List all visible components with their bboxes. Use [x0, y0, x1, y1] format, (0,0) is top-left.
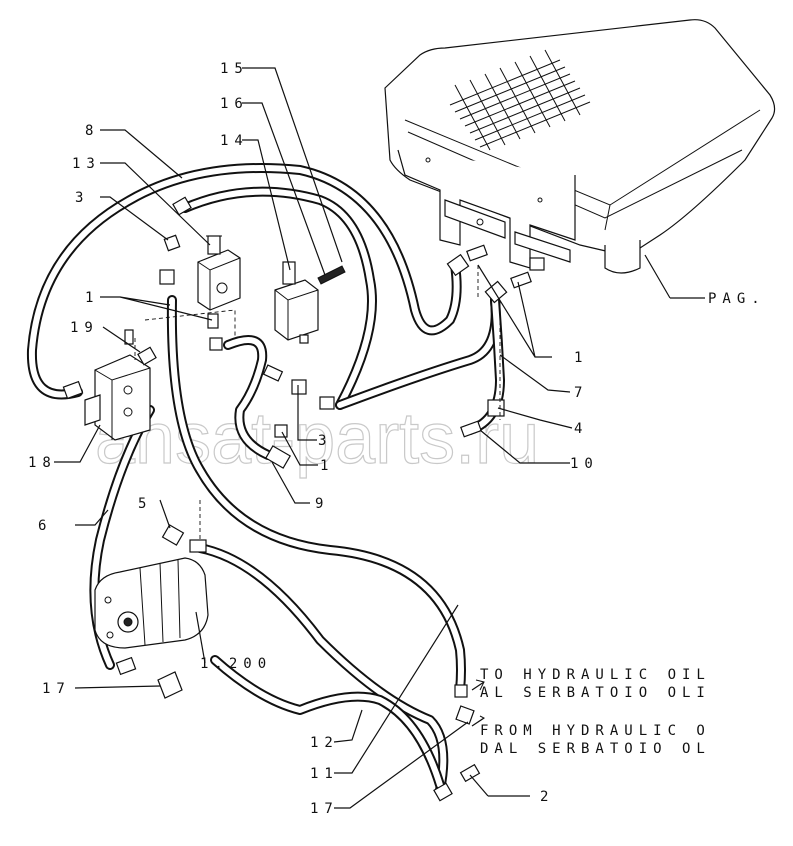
note-to-line1: TO HYDRAULIC OIL: [480, 667, 711, 683]
callout-17a: 17: [42, 681, 71, 697]
hydraulic-tank: [384, 19, 776, 274]
callout-9: 9: [315, 496, 329, 512]
flow-arrows: [471, 679, 485, 727]
callout-4: 4: [574, 421, 588, 437]
callout-6: 6: [38, 518, 52, 534]
callout-labels: 15 16 14 8 13 3 1 19 18 6 5 1.200 17 12 …: [28, 61, 766, 817]
pump-1200: [94, 557, 209, 649]
callout-14: 14: [220, 133, 249, 149]
note-from-line2: DAL SERBATOIO OL: [480, 741, 711, 757]
callout-13: 13: [72, 156, 101, 172]
callout-pag: PAG.: [708, 291, 766, 307]
callout-1b: 1: [574, 350, 588, 366]
callout-15: 15: [220, 61, 249, 77]
flow-notes: TO HYDRAULIC OIL AL SERBATOIO OLI FROM H…: [480, 667, 711, 757]
callout-2: 2: [540, 789, 554, 805]
note-to-line2: AL SERBATOIO OLI: [480, 685, 711, 701]
callout-19: 19: [70, 320, 99, 336]
hoses: [26, 163, 505, 795]
tank-mesh: [449, 49, 591, 151]
note-from-line1: FROM HYDRAULIC O: [480, 723, 711, 739]
callout-16: 16: [220, 96, 249, 112]
callout-8: 8: [85, 123, 99, 139]
valve-block-14: [274, 261, 319, 344]
watermark: ansat-parts.ru: [95, 399, 539, 479]
fittings: [62, 196, 545, 802]
callout-12: 12: [310, 735, 339, 751]
callout-7: 7: [574, 385, 588, 401]
callout-1a: 1: [85, 290, 99, 306]
callout-3b: 3: [318, 433, 332, 449]
callout-10: 10: [570, 456, 599, 472]
callout-17b: 17: [310, 801, 339, 817]
callout-3a: 3: [75, 190, 89, 206]
bracket-18: [84, 354, 151, 441]
callout-5: 5: [138, 496, 152, 512]
callout-11: 11: [310, 766, 339, 782]
leaders: [54, 67, 705, 809]
bolt-15: [317, 265, 346, 285]
valve-block-13: [197, 235, 241, 311]
callout-1200: 1.200: [200, 656, 272, 672]
callout-18: 18: [28, 455, 57, 471]
callout-1c: 1: [320, 458, 334, 474]
